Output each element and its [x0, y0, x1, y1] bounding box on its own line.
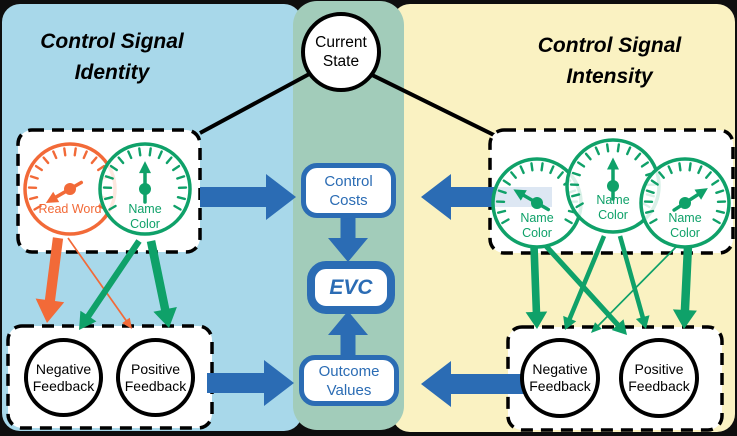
arrow-name-color-to-positive-feedback	[146, 240, 177, 328]
current-state-connector-line	[369, 72, 501, 140]
gauge-needle-arrowhead	[45, 191, 60, 203]
arrow-read-word-to-positive-feedback	[67, 237, 132, 329]
gauge-hub	[64, 183, 76, 195]
gauge-label-name-color: Name Color	[520, 211, 554, 240]
negative-feedback-label: Negative Feedback	[32, 360, 95, 394]
arrow-read-word-to-negative-feedback	[35, 237, 65, 323]
control-costs-label: Control Costs	[324, 172, 373, 209]
arrow-intensity-feedback-to-outcome-values	[421, 361, 540, 407]
gauge-label-name-color: Name Color	[596, 193, 630, 222]
current-state-label: Current State	[315, 34, 367, 70]
arrow-intensity-to-control-costs	[421, 174, 552, 220]
gauge-needle-arrowhead	[513, 189, 527, 201]
node-evc: EVC	[307, 261, 395, 314]
gauge-label-read-word: Read Word	[38, 202, 102, 216]
gauge-hub	[531, 197, 543, 209]
gauge-needle-arrowhead	[139, 161, 151, 174]
gauge-icon-read-word	[23, 142, 117, 236]
identity-positive-feedback-node: Positive Feedback	[116, 338, 195, 417]
positive-feedback-label: Positive Feedback	[124, 360, 187, 394]
negative-feedback-label: Negative Feedback	[529, 361, 591, 394]
evc-label: EVC	[329, 276, 373, 299]
intensity-negative-feedback-node: Negative Feedback	[520, 338, 600, 418]
arrow-mid-intensity-gauge-to-negative-feedback	[563, 235, 607, 330]
node-outcome-values: Outcome Values	[299, 355, 399, 406]
heading-control-signal-intensity: Control Signal Intensity	[537, 34, 682, 88]
arrow-high-intensity-gauge-to-positive-feedback	[672, 245, 697, 329]
gauge-needle-arrowhead	[694, 188, 708, 200]
gauge-icon-name-color	[98, 142, 192, 236]
arrow-identity-to-control-costs	[200, 174, 296, 220]
gauge-hub	[139, 183, 151, 195]
arrow-mid-intensity-gauge-to-positive-feedback	[617, 235, 650, 329]
arrow-low-intensity-gauge-to-negative-feedback	[525, 245, 548, 329]
positive-feedback-label: Positive Feedback	[628, 361, 690, 394]
arrow-identity-feedback-to-outcome-values	[207, 360, 294, 406]
gauge-label-name-color: Name Color	[128, 202, 162, 231]
gauge-icon-name-color	[639, 157, 731, 249]
arrow-control-costs-to-evc	[328, 216, 368, 262]
outcome-values-label: Outcome Values	[318, 362, 380, 399]
heading-control-signal-identity: Control Signal Identity	[40, 30, 184, 84]
arrow-low-intensity-gauge-to-positive-feedback	[544, 244, 627, 335]
intensity-positive-feedback-node: Positive Feedback	[619, 338, 699, 418]
gauge-needle-arrowhead	[607, 157, 619, 170]
gauge-label-name-color: Name Color	[668, 211, 702, 240]
arrow-outcome-values-to-evc	[328, 311, 368, 358]
gauge-hub	[607, 180, 619, 192]
gauge-hub	[679, 197, 691, 209]
arrow-name-color-to-negative-feedback	[79, 239, 142, 330]
arrow-high-intensity-gauge-to-negative-feedback	[591, 245, 678, 333]
identity-negative-feedback-node: Negative Feedback	[24, 338, 103, 417]
node-current-state: Current State	[301, 12, 381, 92]
node-control-costs: Control Costs	[301, 163, 396, 218]
current-state-connector-line	[199, 70, 314, 135]
